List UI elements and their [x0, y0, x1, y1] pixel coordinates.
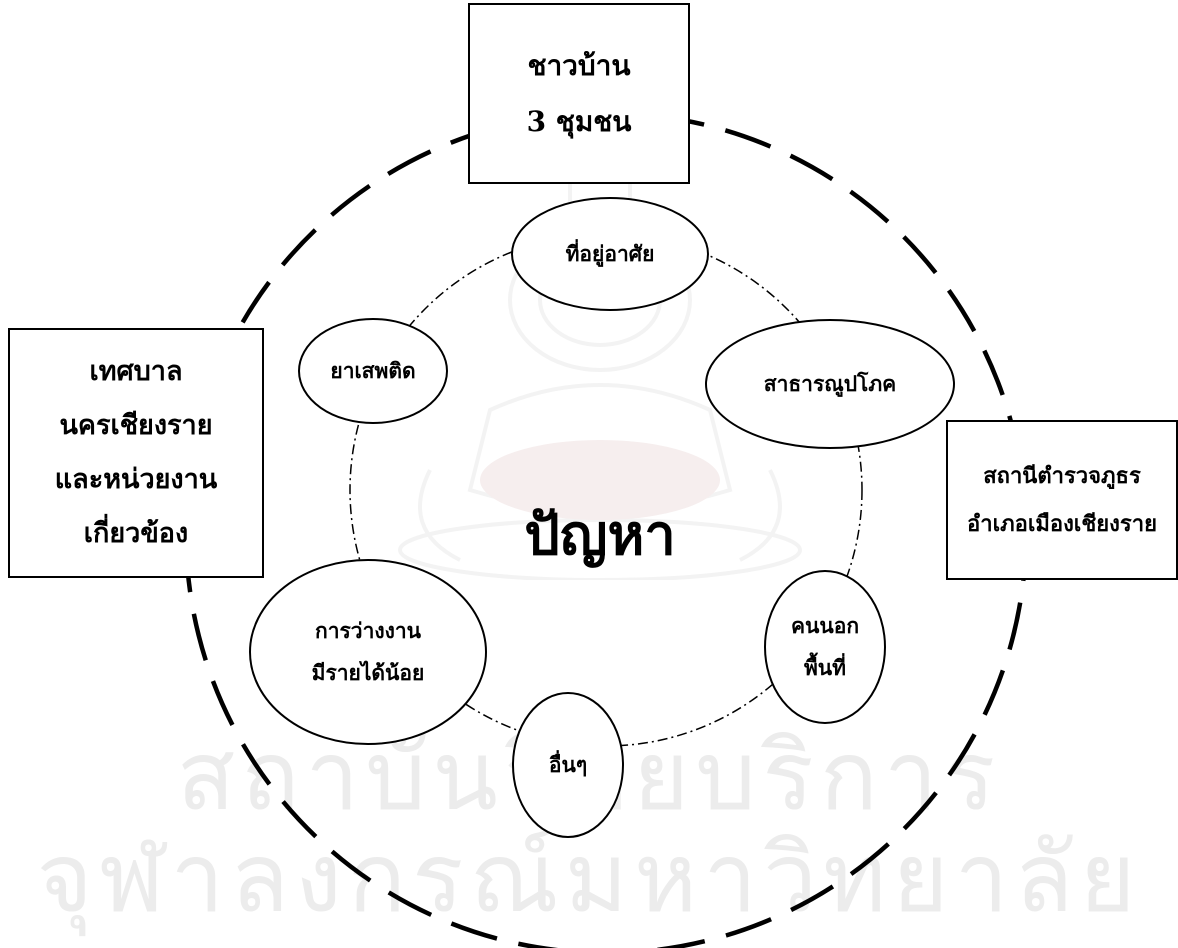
node-others: อื่นๆ	[513, 693, 623, 837]
node-outsiders-ellipse	[764, 570, 886, 724]
node-outsiders: คนนอก พื้นที่	[765, 571, 885, 723]
node-unemployment-line-1: การว่างงาน	[314, 618, 422, 643]
communities-label: 3 ชุมชน	[526, 104, 632, 138]
municipality-line-3: และหน่วยงาน	[54, 464, 218, 495]
watermark-line-2: จุฬาลงกรณ์มหาวิทยาลัย	[36, 822, 1142, 934]
villagers-label: ชาวบ้าน	[527, 48, 631, 82]
villagers-box: ชาวบ้าน 3 ชุมชน	[468, 3, 690, 184]
police-station-box: สถานีตำรวจภูธร อำเภอเมืองเชียงราย	[946, 420, 1178, 580]
node-others-ellipse	[512, 692, 624, 838]
node-housing-line-1: ที่อยู่อาศัย	[565, 241, 655, 266]
node-outsiders-line-2: พื้นที่	[803, 655, 847, 680]
node-utilities-ellipse	[705, 319, 955, 449]
municipality-line-2: นครเชียงราย	[59, 410, 213, 441]
node-housing-ellipse	[511, 197, 709, 311]
center-problem-label: ปัญหา	[524, 501, 676, 568]
node-drugs: ยาเสพติด	[299, 319, 447, 423]
node-unemployment-line-2: มีรายได้น้อย	[311, 660, 425, 685]
node-outsiders-line-1: คนนอก	[790, 613, 860, 638]
node-unemployment-ellipse	[249, 559, 487, 745]
police-station-line-2: อำเภอเมืองเชียงราย	[967, 511, 1157, 537]
node-others-line-1: อื่นๆ	[548, 752, 588, 777]
municipality-line-4: เกี่ยวข้อง	[83, 518, 189, 549]
municipality-box: เทศบาล นครเชียงราย และหน่วยงาน เกี่ยวข้อ…	[8, 328, 264, 578]
node-drugs-ellipse	[298, 318, 448, 424]
node-unemployment: การว่างงาน มีรายได้น้อย	[250, 560, 486, 744]
municipality-line-1: เทศบาล	[89, 356, 183, 387]
node-housing: ที่อยู่อาศัย	[512, 198, 708, 310]
node-drugs-line-1: ยาเสพติด	[330, 358, 416, 383]
police-station-line-1: สถานีตำรวจภูธร	[983, 463, 1141, 489]
node-utilities-line-1: สาธารณูปโภค	[763, 371, 897, 396]
node-utilities: สาธารณูปโภค	[706, 320, 954, 448]
